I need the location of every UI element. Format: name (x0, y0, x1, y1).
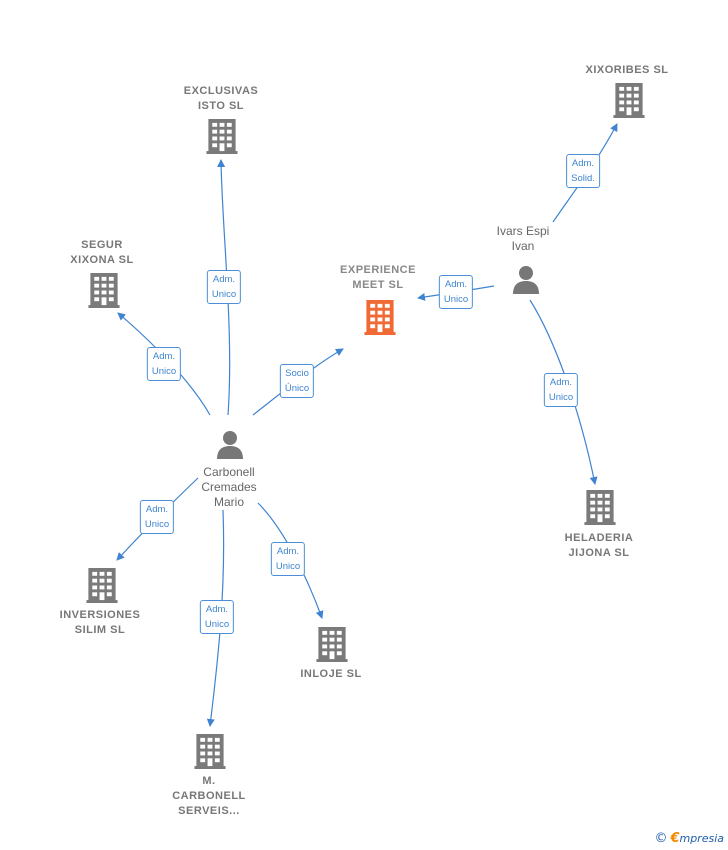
edge-badge-ivars-xixoribes[interactable]: Adm. Solid. (566, 154, 600, 188)
edge-badge-carbonell-segur[interactable]: Adm. Unico (146, 347, 182, 381)
node-label-exclusivas-isto[interactable]: EXCLUSIVAS ISTO SL (183, 85, 259, 112)
building-icon[interactable] (88, 273, 120, 308)
node-label-carbonell-cremades-mario[interactable]: Carbonell Cremades Mario (201, 465, 257, 509)
building-icon[interactable] (613, 83, 645, 118)
edge-badge-ivars-heladeria[interactable]: Adm. Unico (543, 373, 579, 407)
edge-badge-carbonell-inloje[interactable]: Adm. Unico (270, 542, 306, 576)
building-icon[interactable] (364, 300, 396, 335)
building-icon[interactable] (206, 119, 238, 154)
footer-brand: ©€mpresia (654, 831, 724, 846)
building-icon[interactable] (316, 627, 348, 662)
building-icon[interactable] (86, 568, 118, 603)
copyright-icon: © (654, 831, 668, 846)
node-label-m-carbonell-serveis[interactable]: M. CARBONELL SERVEIS... (172, 775, 246, 817)
node-label-inversiones-silim[interactable]: INVERSIONES SILIM SL (59, 609, 141, 636)
edge-badge-ivars-experience[interactable]: Adm. Unico (438, 275, 474, 309)
node-label-segur-xixona[interactable]: SEGUR XIXONA SL (70, 239, 134, 266)
brand-logo-initial: € (670, 831, 680, 846)
edge-badge-carbonell-exclusivas[interactable]: Adm. Unico (206, 270, 242, 304)
person-icon[interactable] (513, 266, 539, 294)
node-label-experience-meet[interactable]: EXPERIENCE MEET SL (340, 264, 416, 291)
node-label-xixoribes[interactable]: XIXORIBES SL (585, 64, 669, 76)
edge-badge-carbonell-inversiones[interactable]: Adm. Unico (139, 500, 175, 534)
node-label-inloje[interactable]: INLOJE SL (300, 668, 362, 680)
building-icon[interactable] (194, 734, 226, 769)
brand-logo-text: mpresia (679, 832, 724, 845)
node-label-heladeria-jijona[interactable]: HELADERIA JIJONA SL (564, 532, 634, 559)
edge-badge-carbonell-experience[interactable]: Socio Único (279, 364, 315, 398)
person-icon[interactable] (217, 431, 243, 459)
edge-badge-carbonell-mcarbonell[interactable]: Adm. Unico (199, 600, 235, 634)
building-icon[interactable] (584, 490, 616, 525)
node-label-ivars-espi-ivan[interactable]: Ivars Espi Ivan (496, 224, 550, 253)
